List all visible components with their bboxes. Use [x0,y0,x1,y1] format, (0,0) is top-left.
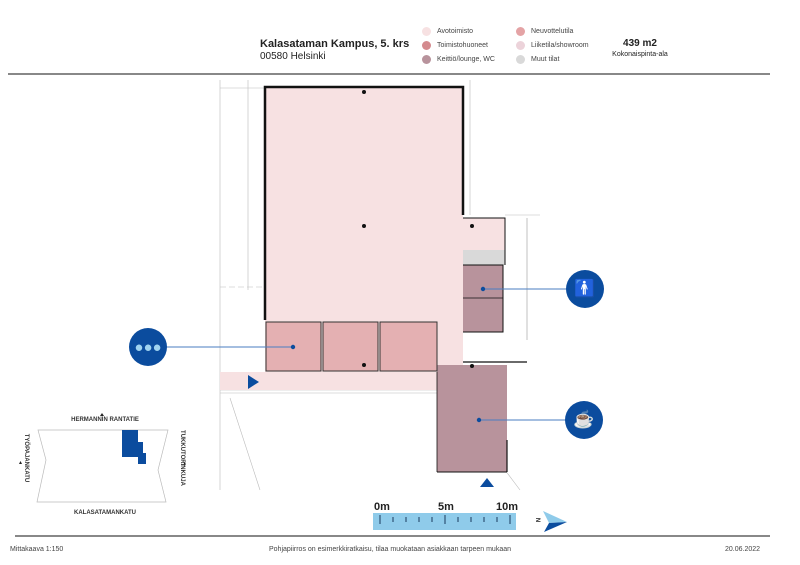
legend-item: Muut tilat [516,55,559,64]
meeting-room [322,321,379,372]
legend-item: Avotoimisto [422,27,473,36]
meeting-people-icon[interactable]: ●●● [129,328,167,366]
street-south: KALASATAMANKATU [74,510,136,516]
storage-room [463,250,505,265]
scale-bar [373,513,516,530]
street-west: TYÖPAJANKATU [23,433,29,483]
legend-swatch [422,27,431,36]
open-office-strip [220,372,437,390]
small-room [463,218,505,250]
legend-label: Liiketila/showroom [531,42,589,49]
meeting-room [379,321,438,372]
address: 00580 Helsinki [260,51,326,62]
scale-label-5: 5m [438,501,454,513]
entrance-arrow-icon [480,478,494,487]
legend-swatch [516,55,525,64]
kitchen-lounge [437,365,507,472]
street-east: TUKKUTORINKUJA [179,430,185,486]
entrance-arrow-icon [248,375,259,389]
wc-area [463,265,503,332]
legend-item: Liiketila/showroom [516,41,589,50]
legend-item: Neuvottelutila [516,27,573,36]
legend-swatch [516,41,525,50]
total-area: 439 m2 [623,38,657,49]
site-map [19,413,186,503]
scale-label-0: 0m [374,501,390,513]
restroom-icon[interactable]: 🚹 [566,270,604,308]
scale-label-10: 10m [496,501,519,513]
legend-swatch [516,27,525,36]
date: 20.06.2022 [725,546,761,553]
header-divider [8,73,770,75]
legend-label: Muut tilat [531,56,560,63]
north-arrow-icon [543,511,567,532]
street-north: HERMANNIN RANTATIE [71,417,139,423]
legend-label: Avotoimisto [437,28,474,35]
total-area-label: Kokonaispinta-ala [612,51,668,58]
coffee-cup-icon[interactable]: ☕ [565,401,603,439]
disclaimer: Pohjapiirros on esimerkkiratkaisu, tilaa… [268,546,512,553]
building-marker [122,430,146,464]
legend-item: Keittiö/lounge, WC [422,55,495,64]
scale-text: Mittakaava 1:150 [10,546,64,553]
north-label: N [534,517,541,523]
legend-label: Toimistohuoneet [437,42,488,49]
page-title: Kalasataman Kampus, 5. krs [260,38,410,50]
legend-label: Neuvottelutila [531,28,574,35]
legend-item: Toimistohuoneet [422,41,488,50]
legend-swatch [422,41,431,50]
legend-swatch [422,55,431,64]
footer-divider [15,535,770,537]
legend-label: Keittiö/lounge, WC [437,56,495,63]
